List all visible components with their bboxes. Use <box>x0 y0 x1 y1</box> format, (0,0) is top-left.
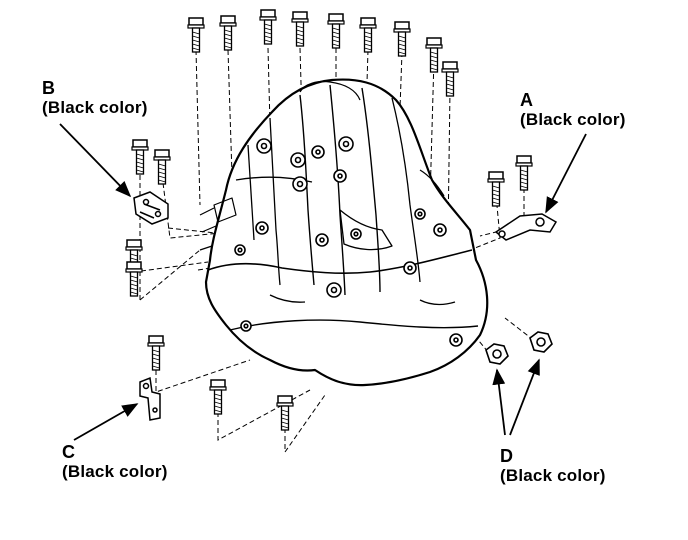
transmission-housing <box>199 78 489 387</box>
callout-d: D (Black color) <box>500 446 606 486</box>
bolt <box>209 379 227 415</box>
bolt <box>425 37 443 73</box>
callout-d-note: (Black color) <box>500 466 606 485</box>
callout-c: C (Black color) <box>62 442 168 482</box>
bolt <box>153 149 171 185</box>
bracket-c <box>139 376 161 421</box>
arrow-d1 <box>492 368 506 436</box>
arrow-d2 <box>509 358 540 436</box>
callout-b: B (Black color) <box>42 78 148 118</box>
bolt <box>291 11 309 47</box>
bolt <box>359 17 377 53</box>
bolt <box>131 139 149 175</box>
callout-c-letter: C <box>62 442 76 462</box>
bolt <box>187 17 205 53</box>
callout-a: A (Black color) <box>520 90 626 130</box>
bolt <box>487 171 505 207</box>
bolt <box>327 13 345 49</box>
bolt <box>515 155 533 191</box>
leader-arrows <box>59 123 587 441</box>
arrow-b <box>59 123 132 198</box>
callout-b-letter: B <box>42 78 56 98</box>
callout-c-note: (Black color) <box>62 462 168 481</box>
bolt <box>393 21 411 57</box>
bracket-b <box>133 191 169 225</box>
callout-d-letter: D <box>500 446 514 466</box>
housing-bosses <box>234 136 463 347</box>
nut-d <box>485 343 509 365</box>
bolt <box>441 61 459 97</box>
callout-a-letter: A <box>520 90 534 110</box>
nut-d <box>529 331 553 353</box>
arrow-c <box>73 403 139 441</box>
callout-b-note: (Black color) <box>42 98 148 117</box>
bracket-a <box>494 213 558 241</box>
callout-a-note: (Black color) <box>520 110 626 129</box>
bolt <box>219 15 237 51</box>
bolt <box>259 9 277 45</box>
arrow-a <box>545 133 587 214</box>
bolt <box>276 395 294 431</box>
bolt <box>147 335 165 371</box>
